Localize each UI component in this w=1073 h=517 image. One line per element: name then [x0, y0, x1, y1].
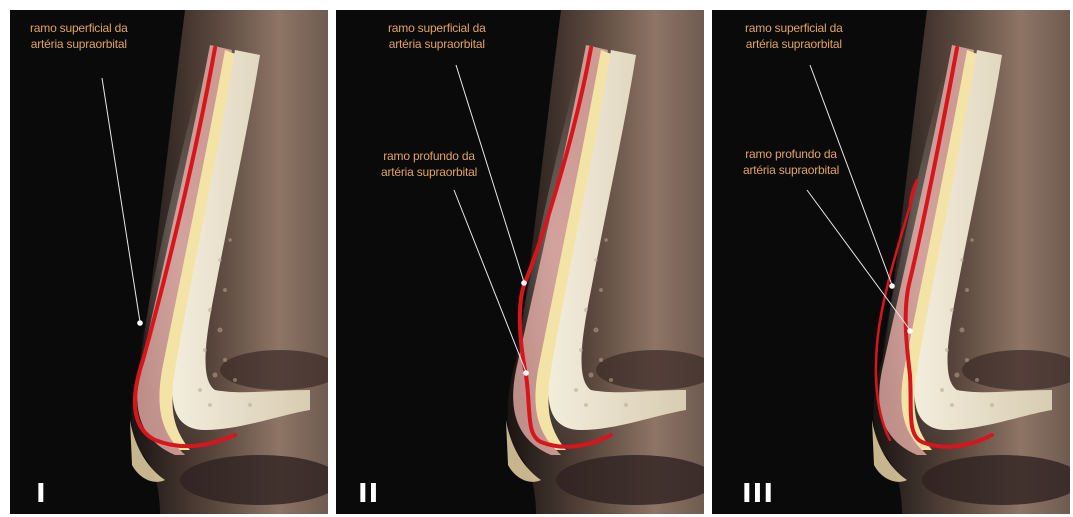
panel-i-illustration — [10, 10, 328, 514]
deep-branch-label: ramo profundo da artéria supraorbital — [743, 146, 839, 178]
deep-branch-label: ramo profundo da artéria supraorbital — [381, 148, 477, 180]
panel-ii: ramo superficial da artéria supraorbital… — [336, 10, 704, 514]
panel-iii: ramo superficial da artéria supraorbital… — [712, 10, 1070, 514]
panel-numeral-ii: II — [358, 480, 379, 508]
superficial-branch-label: ramo superficial da artéria supraorbital — [388, 20, 486, 52]
panel-numeral-i: I — [36, 480, 47, 508]
panel-numeral-iii: III — [742, 480, 774, 508]
panel-ii-illustration — [336, 10, 704, 514]
panel-iii-illustration — [712, 10, 1070, 514]
superficial-branch-label: ramo superficial da artéria supraorbital — [30, 20, 128, 52]
panel-i: ramo superficial da artéria supraorbital… — [10, 10, 328, 514]
superficial-branch-label: ramo superficial da artéria supraorbital — [745, 20, 843, 52]
